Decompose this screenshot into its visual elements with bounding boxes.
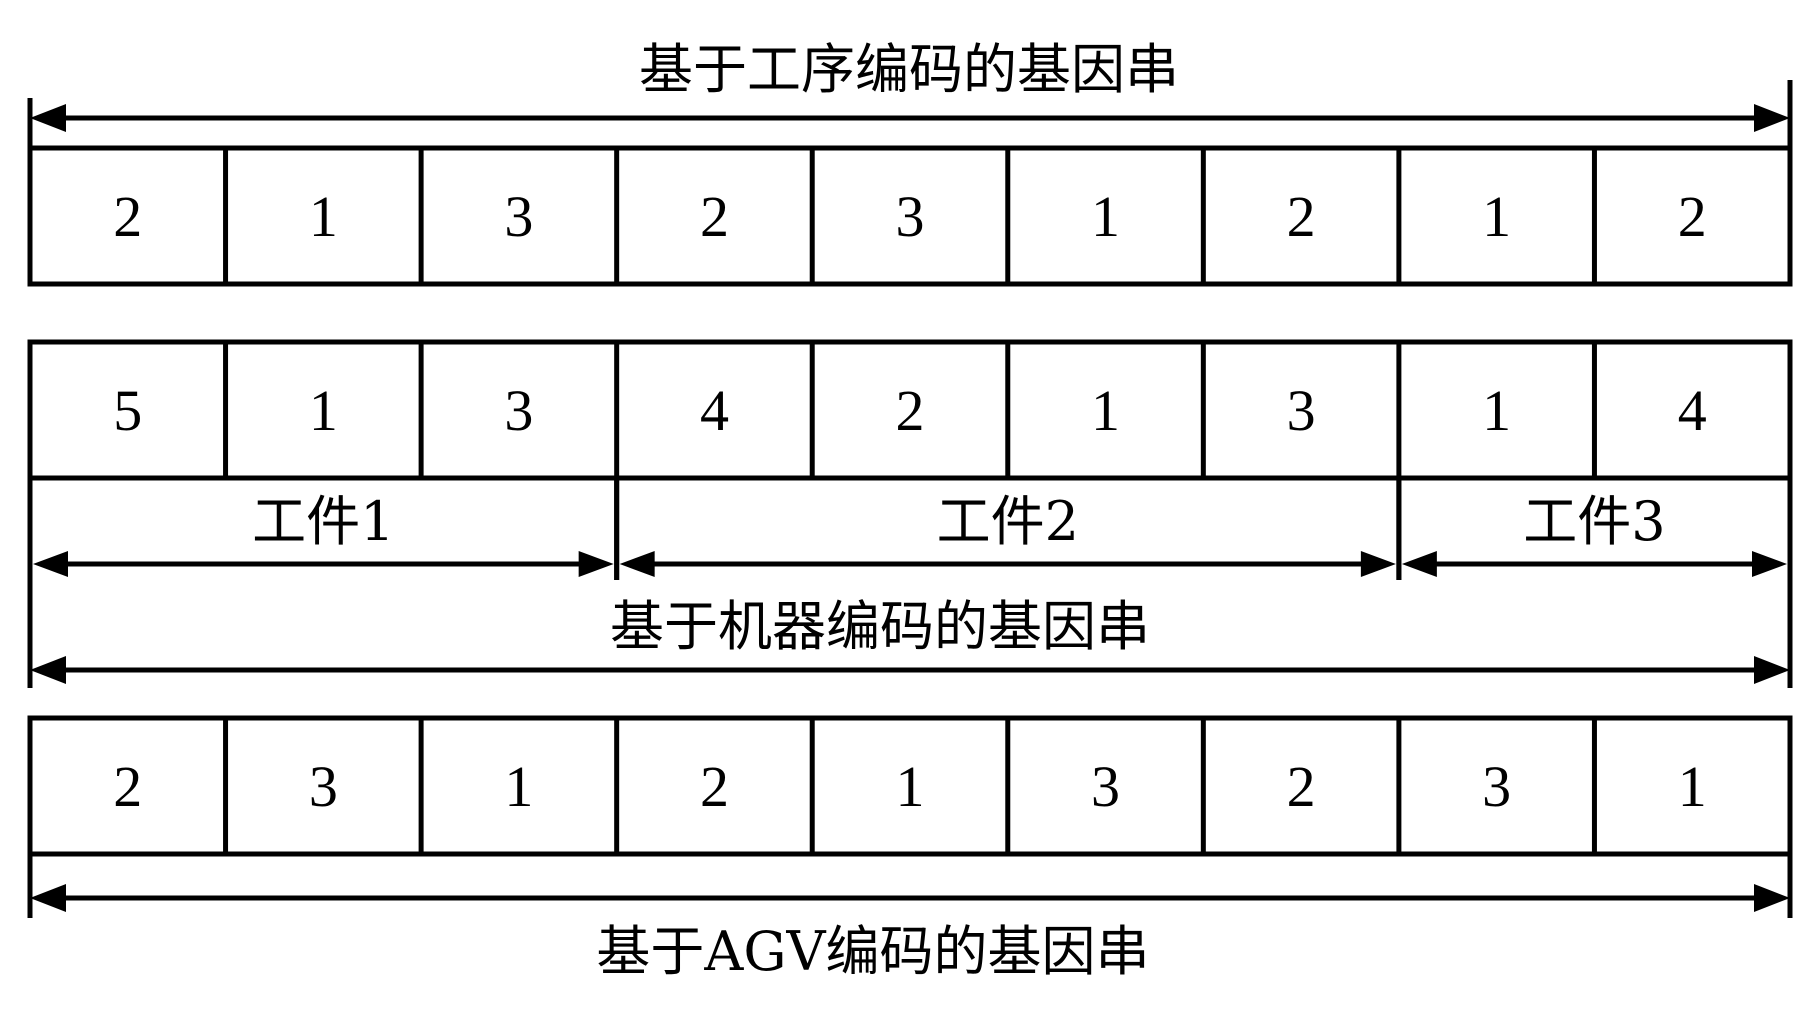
agv-cell-separators <box>223 718 1597 854</box>
agv-gene-cell: 3 <box>1091 754 1120 819</box>
job-group-1: 工件1 <box>27 478 620 580</box>
agv-gene-cell: 3 <box>1482 754 1511 819</box>
agv-string-title: 基于AGV编码的基因串 <box>596 920 1149 983</box>
machine-gene-cell: 5 <box>113 378 142 443</box>
agv-gene-string: 2 3 1 2 1 3 2 3 1 基于AGV编码的基因串 <box>27 715 1793 983</box>
job-groups: 工件1 工件2 工件3 <box>27 478 1793 580</box>
operation-span-arrow <box>27 80 1793 148</box>
machine-gene-cell: 4 <box>700 378 729 443</box>
job-group-label: 工件2 <box>937 490 1079 553</box>
job-group-3: 工件3 <box>1396 478 1793 580</box>
agv-gene-cell: 2 <box>700 754 729 819</box>
operation-gene-cell: 1 <box>1091 184 1120 249</box>
job-group-right-arrowhead <box>1752 551 1787 577</box>
job-group-right-arrowhead <box>1360 551 1396 577</box>
agv-span-arrow <box>27 854 1793 918</box>
agv-string-frame <box>27 715 1793 857</box>
machine-gene-cell: 1 <box>309 378 338 443</box>
machine-gene-cell: 1 <box>1482 378 1511 443</box>
machine-cells: 5 1 3 4 2 1 3 1 4 <box>113 378 1706 443</box>
machine-gene-cell: 3 <box>504 378 533 443</box>
agv-span-right-arrowhead <box>1754 884 1790 912</box>
agv-cells: 2 3 1 2 1 3 2 3 1 <box>113 754 1706 819</box>
agv-span-left-arrowhead <box>30 884 66 912</box>
machine-gene-cell: 2 <box>896 378 925 443</box>
operation-gene-cell: 2 <box>1287 184 1316 249</box>
agv-gene-cell: 2 <box>113 754 142 819</box>
operation-gene-cell: 2 <box>113 184 142 249</box>
agv-gene-cell: 1 <box>896 754 925 819</box>
machine-string-title: 基于机器编码的基因串 <box>610 595 1150 658</box>
operation-string-title: 基于工序编码的基因串 <box>639 38 1179 101</box>
machine-gene-cell: 3 <box>1287 378 1316 443</box>
job-group-left-arrowhead <box>1401 551 1437 577</box>
operation-gene-cell: 2 <box>700 184 729 249</box>
operation-gene-cell: 1 <box>309 184 338 249</box>
job-group-label: 工件1 <box>252 490 394 553</box>
job-group-label: 工件3 <box>1523 490 1665 553</box>
machine-span-left-arrowhead <box>30 656 66 684</box>
machine-cell-separators <box>223 342 1597 478</box>
agv-gene-cell: 1 <box>1678 754 1707 819</box>
machine-span-arrow <box>27 478 1793 688</box>
operation-string-frame <box>27 145 1793 287</box>
job-group-left-arrowhead <box>619 551 655 577</box>
operation-span-right-arrowhead <box>1754 104 1790 132</box>
operation-span-left-arrowhead <box>30 104 66 132</box>
operation-gene-cell: 2 <box>1678 184 1707 249</box>
job-group-2: 工件2 <box>614 478 1402 580</box>
operation-gene-cell: 3 <box>504 184 533 249</box>
operation-gene-cell: 3 <box>896 184 925 249</box>
operation-gene-cell: 1 <box>1482 184 1511 249</box>
machine-span-right-arrowhead <box>1754 656 1790 684</box>
machine-string-frame <box>27 339 1793 481</box>
machine-gene-string: 5 1 3 4 2 1 3 1 4 工件1 工件2 工件3 基于机器编码的基因串 <box>27 339 1793 688</box>
agv-gene-cell: 1 <box>504 754 533 819</box>
machine-gene-cell: 4 <box>1678 378 1707 443</box>
operation-gene-string: 基于工序编码的基因串 2 1 3 2 3 1 2 1 2 <box>27 38 1793 287</box>
machine-gene-cell: 1 <box>1091 378 1120 443</box>
agv-gene-cell: 2 <box>1287 754 1316 819</box>
agv-gene-cell: 3 <box>309 754 338 819</box>
operation-cells: 2 1 3 2 3 1 2 1 2 <box>113 184 1706 249</box>
job-group-right-arrowhead <box>578 551 614 577</box>
operation-cell-separators <box>223 148 1597 284</box>
job-group-left-arrowhead <box>33 551 68 577</box>
